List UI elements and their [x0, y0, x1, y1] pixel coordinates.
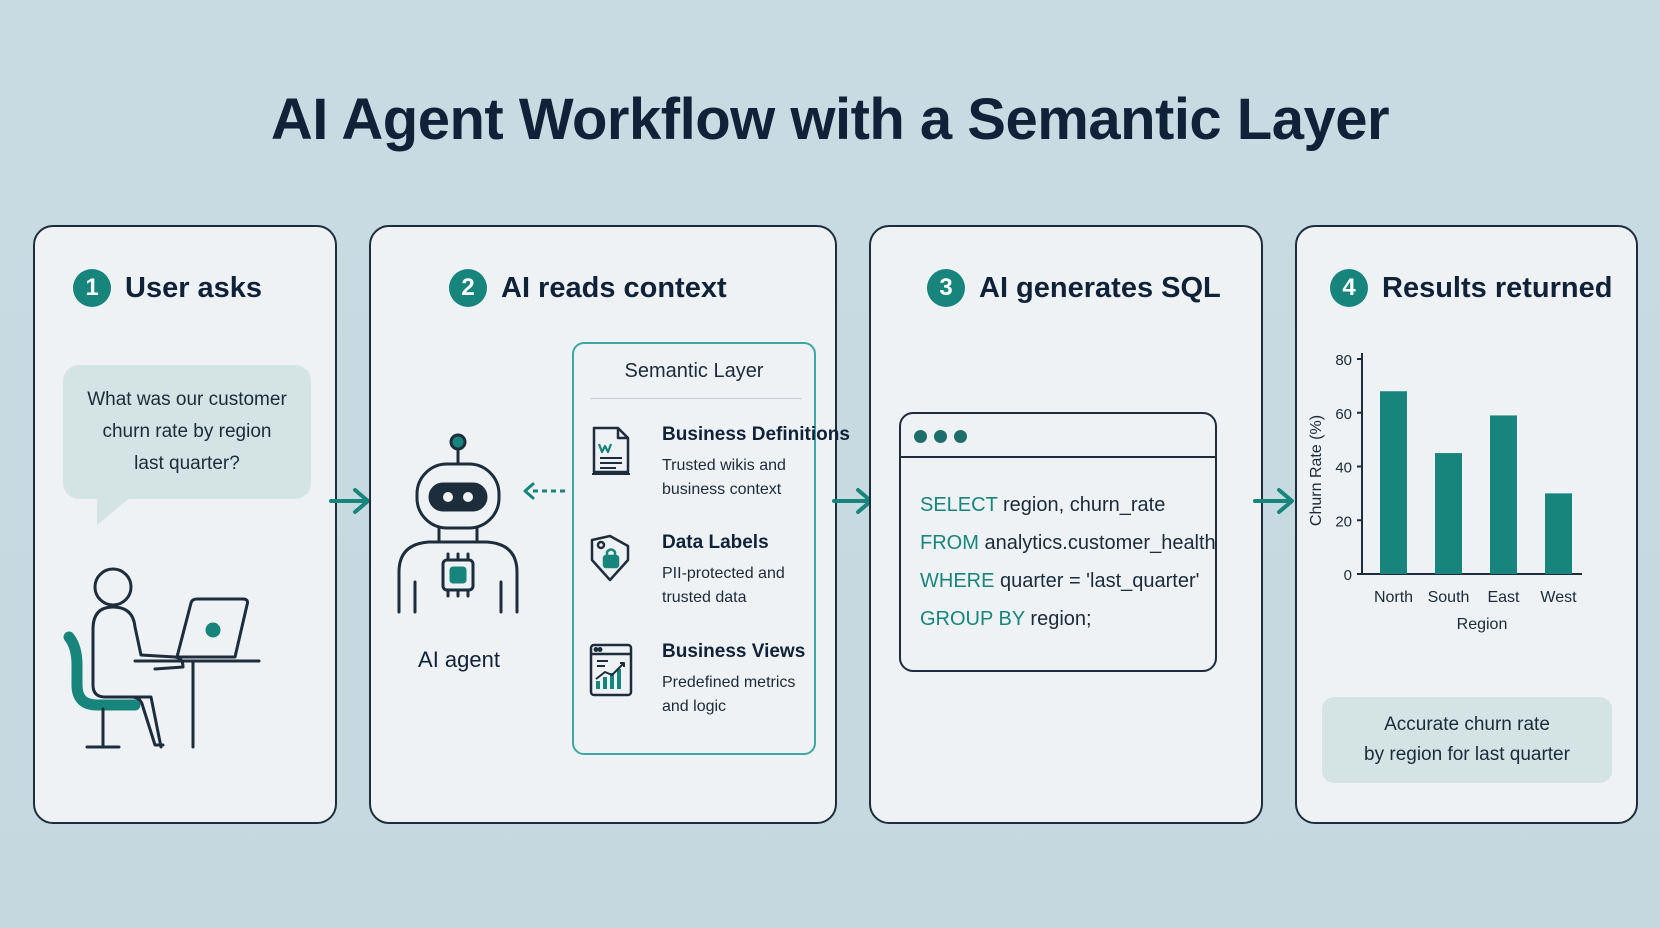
- page-title: AI Agent Workflow with a Semantic Layer: [270, 87, 1390, 152]
- y-tick-label: 20: [1335, 513, 1352, 530]
- step-title: Results returned: [1382, 271, 1613, 304]
- step-title: AI reads context: [501, 271, 727, 304]
- y-tick-label: 80: [1335, 352, 1352, 369]
- sql-line: FROM analytics.customer_health: [920, 524, 1216, 562]
- result-line: Accurate churn rate: [1384, 714, 1550, 735]
- sql-text: analytics.customer_health: [984, 532, 1216, 554]
- sql-code: SELECT region, churn_rate FROM analytics…: [920, 486, 1216, 638]
- step-panel-user-asks: 1 User asks What was our customer churn …: [33, 225, 337, 824]
- question-line: What was our customer: [87, 389, 287, 410]
- step-header: 4 Results returned: [1330, 269, 1612, 307]
- bar-north: [1380, 391, 1407, 574]
- y-tick-label: 60: [1335, 406, 1352, 423]
- flow-arrow-icon: [329, 487, 373, 515]
- step-number-badge: 2: [449, 269, 487, 307]
- desc-line: and logic: [662, 698, 727, 715]
- desc-line: Trusted wikis and: [662, 457, 786, 474]
- semantic-layer-title: Semantic Layer: [624, 360, 764, 382]
- sql-keyword: SELECT: [920, 494, 998, 516]
- step-header: 1 User asks: [73, 269, 262, 307]
- sql-line: SELECT region, churn_rate: [920, 486, 1216, 524]
- window-dot-icon: [914, 430, 927, 443]
- document-icon: [588, 424, 634, 478]
- step-number-badge: 3: [927, 269, 965, 307]
- bar-east: [1490, 415, 1517, 574]
- question-bubble: What was our customer churn rate by regi…: [63, 365, 311, 499]
- desc-line: business context: [662, 481, 782, 498]
- flow-arrow-icon: [1253, 487, 1297, 515]
- speech-bubble-tail: [97, 497, 131, 525]
- step-header: 3 AI generates SQL: [927, 269, 1221, 307]
- question-line: last quarter?: [134, 453, 240, 474]
- desc-line: PII-protected and: [662, 565, 785, 582]
- semantic-item-label: Data Labels: [662, 532, 769, 553]
- window-title-bar: [901, 414, 1215, 458]
- sql-keyword: WHERE: [920, 570, 995, 592]
- sql-line: GROUP BY region;: [920, 600, 1216, 638]
- semantic-layer-box: Semantic Layer Business Definitions Trus…: [572, 342, 850, 755]
- result-line: by region for last quarter: [1364, 744, 1570, 765]
- sql-code-window: SELECT region, churn_rate FROM analytics…: [899, 412, 1217, 672]
- y-tick-label: 0: [1344, 567, 1352, 584]
- sql-keyword: GROUP BY: [920, 608, 1025, 630]
- step-title: User asks: [125, 271, 263, 304]
- x-tick-label: South: [1428, 589, 1470, 606]
- bar-south: [1435, 453, 1462, 574]
- divider: [590, 398, 802, 399]
- step-number-badge: 4: [1330, 269, 1368, 307]
- semantic-item-label: Business Definitions: [662, 424, 850, 445]
- x-tick-label: North: [1374, 589, 1413, 606]
- desc-line: Predefined metrics: [662, 674, 796, 691]
- sql-keyword: FROM: [920, 532, 979, 554]
- x-tick-label: East: [1487, 589, 1520, 606]
- y-tick-label: 40: [1335, 460, 1352, 477]
- window-dot-icon: [954, 430, 967, 443]
- sql-text: quarter = 'last_quarter': [1000, 570, 1200, 592]
- x-tick-label: West: [1540, 589, 1577, 606]
- agent-label: AI agent: [418, 647, 500, 672]
- step-panel-ai-generates-sql: 3 AI generates SQL SELECT region, churn_…: [869, 225, 1263, 824]
- result-summary: Accurate churn rate by region for last q…: [1322, 697, 1612, 783]
- semantic-item-label: Business Views: [662, 641, 806, 662]
- step-number-badge: 1: [73, 269, 111, 307]
- y-axis-label: Churn Rate (%): [1308, 415, 1325, 526]
- desc-line: trusted data: [662, 589, 747, 606]
- step-title: AI generates SQL: [979, 271, 1221, 304]
- semantic-item-desc: Trusted wikis and business context: [662, 454, 812, 502]
- semantic-item-desc: PII-protected and trusted data: [662, 562, 812, 610]
- person-at-laptop-icon: [63, 557, 273, 757]
- robot-icon: [393, 432, 523, 622]
- dashboard-chart-icon: [588, 641, 634, 699]
- question-line: churn rate by region: [102, 421, 272, 442]
- sql-text: region, churn_rate: [1003, 494, 1166, 516]
- window-dot-icon: [934, 430, 947, 443]
- sql-text: region;: [1030, 608, 1092, 630]
- sql-line: WHERE quarter = 'last_quarter': [920, 562, 1216, 600]
- x-axis-label: Region: [1457, 616, 1508, 633]
- semantic-item-desc: Predefined metrics and logic: [662, 671, 812, 719]
- bar-west: [1545, 493, 1572, 574]
- step-panel-ai-reads-context: 2 AI reads context AI agent Semantic Lay…: [369, 225, 850, 824]
- dashed-arrow-icon: [521, 481, 567, 501]
- step-header: 2 AI reads context: [449, 269, 727, 307]
- lock-tag-icon: [588, 532, 634, 586]
